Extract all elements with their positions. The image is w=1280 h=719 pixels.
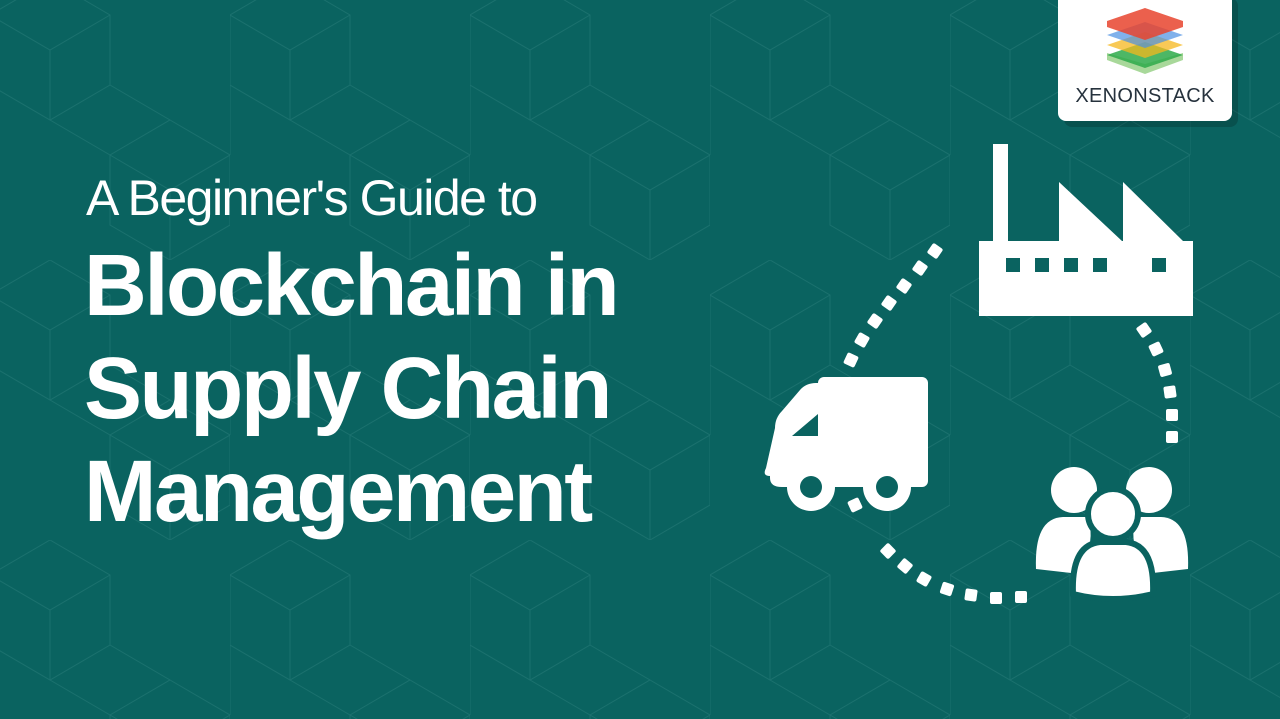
title-block: A Beginner's Guide to Blockchain in Supp… — [84, 168, 620, 543]
headline-line-3: Management — [84, 443, 593, 540]
brand-name: XENONSTACK — [1075, 85, 1215, 107]
supply-chain-illustration — [764, 144, 1193, 604]
subtitle: A Beginner's Guide to — [86, 170, 538, 226]
people-group-icon — [1035, 467, 1189, 602]
xenonstack-logo[interactable]: XENONSTACK — [1058, 0, 1232, 121]
delivery-truck-icon — [764, 377, 928, 511]
headline-line-2: Supply Chain — [84, 340, 612, 437]
dotted-connector-arc — [843, 243, 1178, 604]
stacked-layers-logo-icon — [1107, 8, 1183, 74]
factory-icon — [979, 144, 1193, 316]
headline-line-1: Blockchain in — [84, 237, 620, 334]
